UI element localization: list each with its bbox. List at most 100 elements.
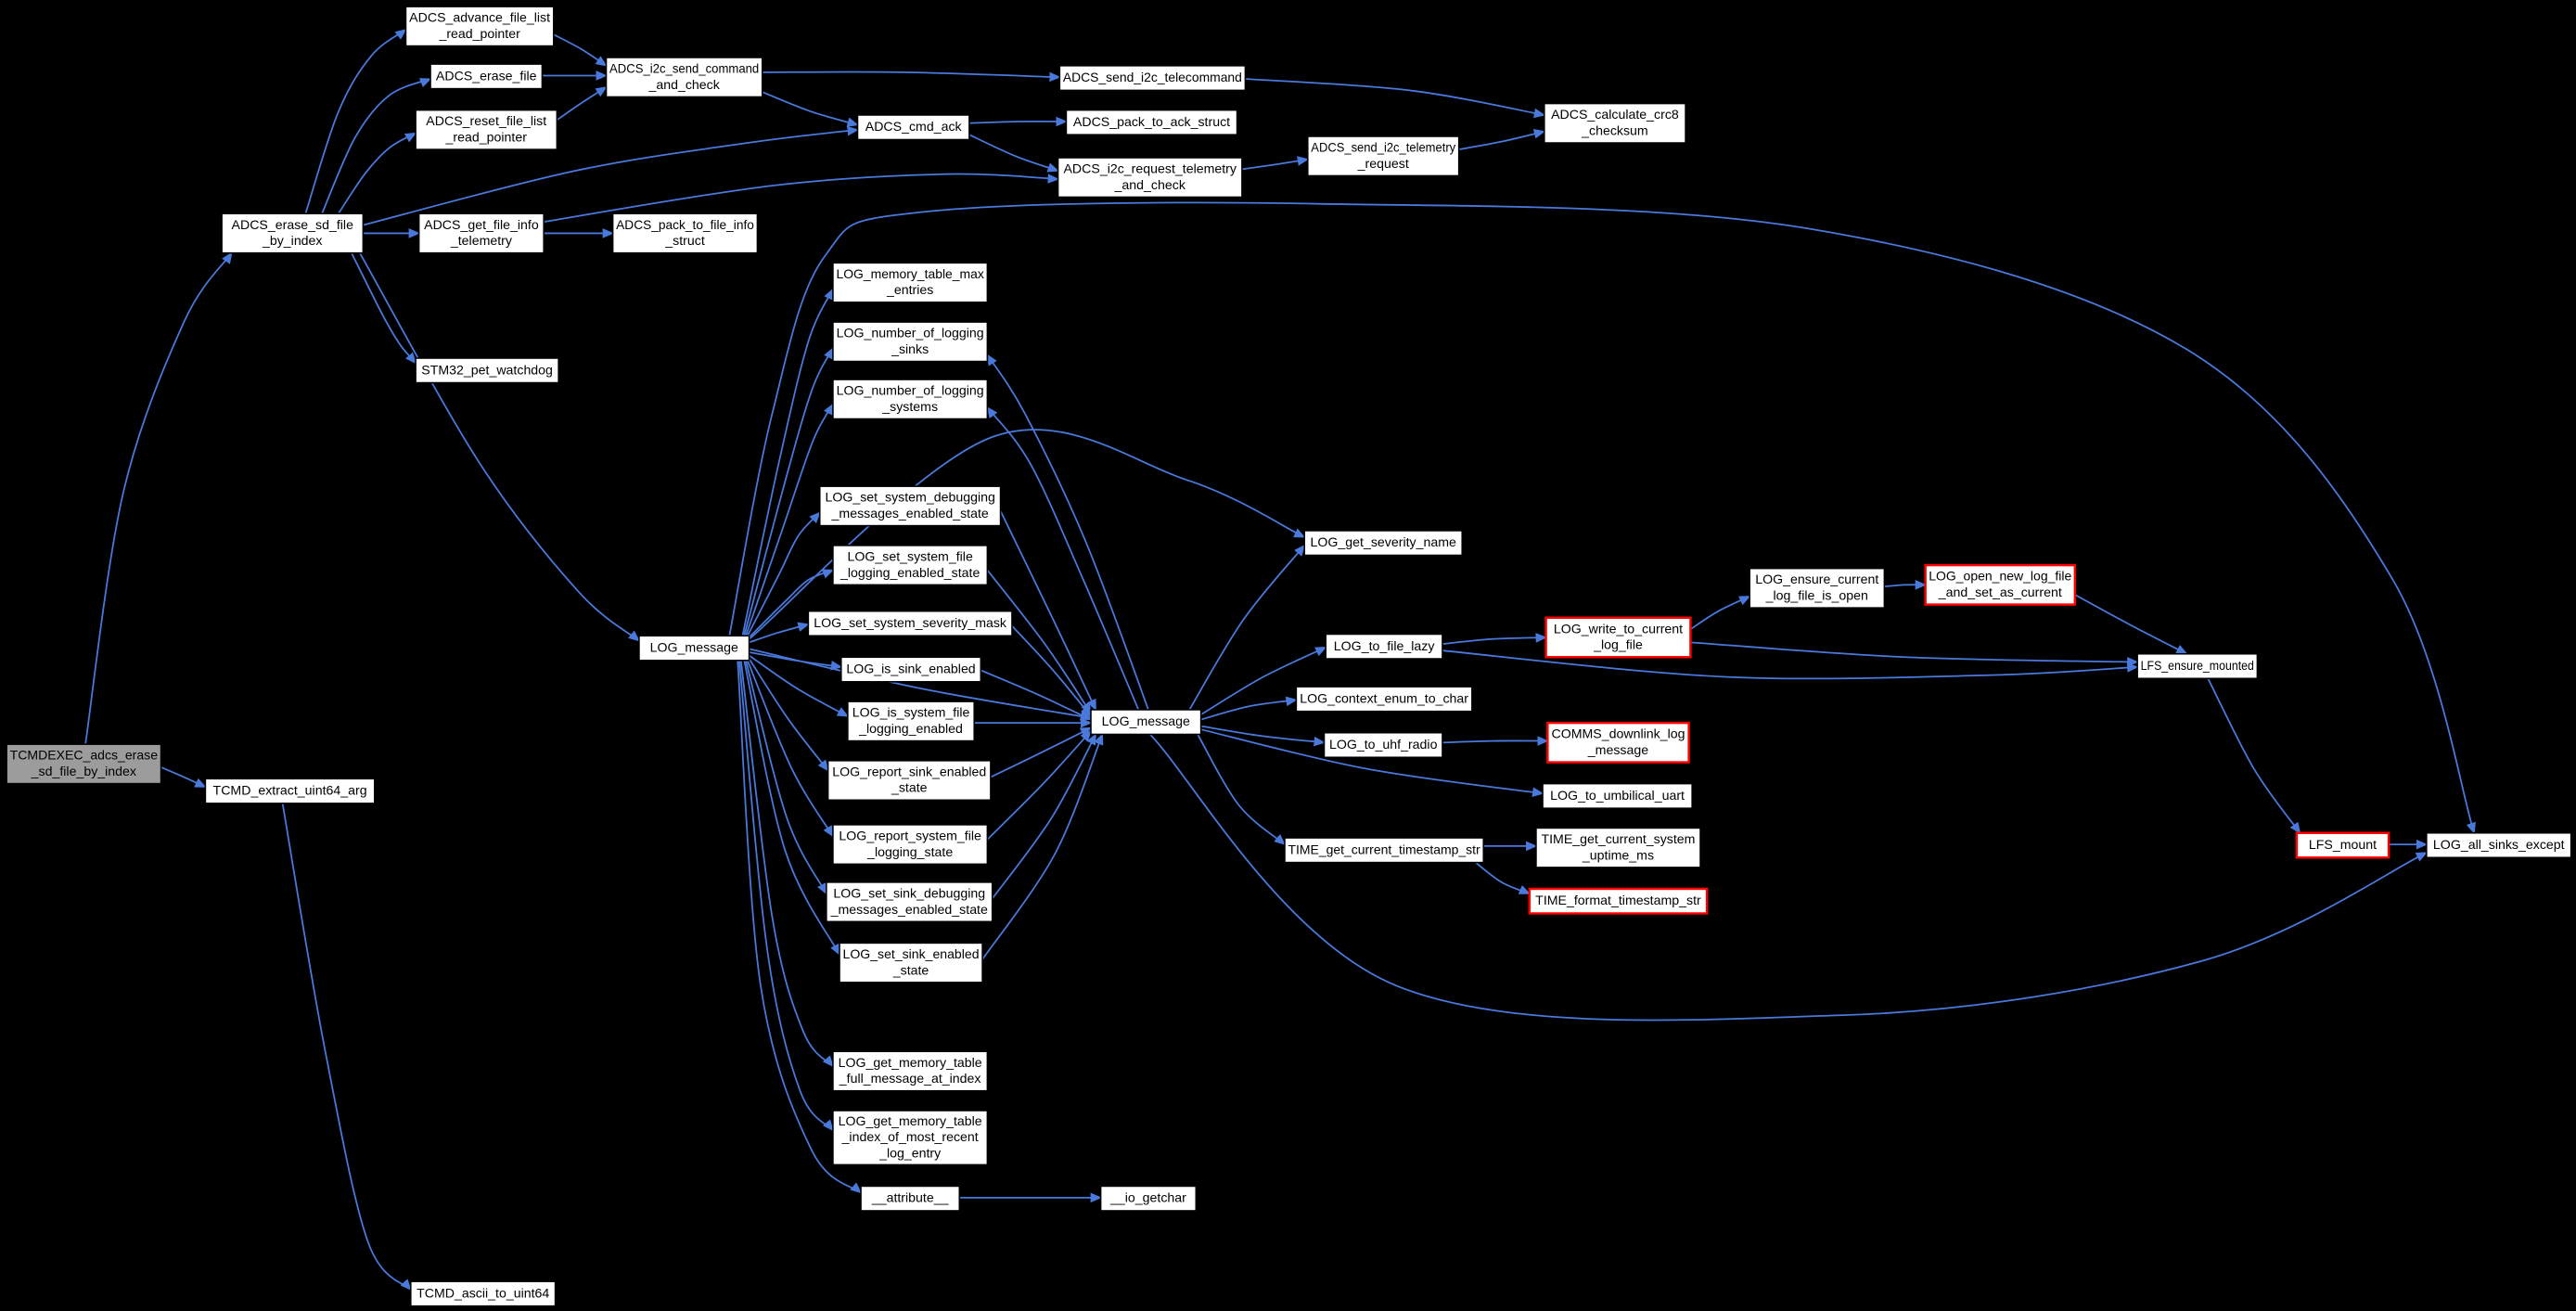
node-log_report_sys[interactable]: LOG_report_system_file_logging_state — [832, 824, 989, 866]
node-box-adcs_get_file_info[interactable] — [417, 212, 545, 254]
node-log_set_sys_sev[interactable]: LOG_set_system_severity_mask — [807, 610, 1013, 637]
node-log_is_sys_filelog[interactable]: LOG_is_system_file_logging_enabled — [847, 700, 976, 742]
node-box-adcs_pack_file_info[interactable] — [611, 212, 759, 254]
node-adcs_cmd_ack[interactable]: ADCS_cmd_ack — [856, 114, 970, 141]
node-box-adcs_reset[interactable] — [415, 109, 558, 150]
node-box-log_set_sys_sev[interactable] — [807, 610, 1013, 637]
node-log_to_uhf[interactable]: LOG_to_uhf_radio — [1323, 731, 1443, 759]
node-log_get_mem_idx[interactable]: LOG_get_memory_table_index_of_most_recen… — [832, 1110, 989, 1166]
node-time_get_ts[interactable]: TIME_get_current_timestamp_str — [1284, 837, 1485, 864]
node-log_to_umb[interactable]: LOG_to_umbilical_uart — [1542, 782, 1693, 809]
node-box-log_ensure_open[interactable] — [1749, 567, 1886, 609]
node-box-log_get_mem_full[interactable] — [832, 1050, 989, 1092]
node-box-log_is_sink[interactable] — [839, 656, 982, 683]
node-box-log_to_umb[interactable] — [1542, 782, 1693, 809]
node-adcs_i2c_req_telem[interactable]: ADCS_i2c_request_telemetry_and_check — [1057, 157, 1243, 199]
node-log_set_sys_debug[interactable]: LOG_set_system_debugging_messages_enable… — [818, 485, 1002, 527]
node-log_get_mem_full[interactable]: LOG_get_memory_table_full_message_at_ind… — [832, 1050, 989, 1092]
node-box-log_write_current[interactable] — [1544, 616, 1692, 659]
node-box-tcmdexec[interactable] — [6, 743, 162, 785]
node-box-log_sev_name[interactable] — [1303, 530, 1464, 557]
node-log_set_sink_en[interactable]: LOG_set_sink_enabled_state — [839, 942, 983, 983]
node-box-log_report_sys[interactable] — [832, 824, 989, 866]
node-log_num_sinks[interactable]: LOG_number_of_logging_sinks — [832, 321, 989, 363]
node-box-lfs_mount[interactable] — [2295, 831, 2390, 859]
node-box-attribute[interactable] — [860, 1185, 961, 1212]
node-box-log_mem_max[interactable] — [832, 262, 989, 303]
node-box-log_num_sinks[interactable] — [832, 321, 989, 363]
node-adcs_erase_file[interactable]: ADCS_erase_file — [429, 63, 544, 90]
node-box-comms_downlink[interactable] — [1546, 721, 1690, 764]
node-box-log_num_systems[interactable] — [832, 379, 989, 420]
node-log_set_sys_filelog[interactable]: LOG_set_system_file_logging_enabled_stat… — [832, 545, 989, 586]
node-box-log_message_l[interactable] — [638, 635, 750, 662]
node-log_write_current[interactable]: LOG_write_to_current_log_file — [1544, 616, 1692, 659]
node-box-adcs_erase_sd[interactable] — [221, 212, 365, 254]
node-box-log_set_sys_debug[interactable] — [818, 485, 1002, 527]
node-box-time_format_ts[interactable] — [1528, 887, 1709, 915]
node-adcs_pack_file_info[interactable]: ADCS_pack_to_file_info_struct — [611, 212, 759, 254]
node-log_is_sink[interactable]: LOG_is_sink_enabled — [839, 656, 982, 683]
node-log_sev_name[interactable]: LOG_get_severity_name — [1303, 530, 1464, 557]
node-box-stm32_pet[interactable] — [415, 357, 559, 384]
node-tcmdexec[interactable]: TCMDEXEC_adcs_erase_sd_file_by_index — [6, 743, 162, 785]
node-box-adcs_erase_file[interactable] — [429, 63, 544, 90]
node-log_mem_max[interactable]: LOG_memory_table_max_entries — [832, 262, 989, 303]
node-box-adcs_crc8[interactable] — [1543, 102, 1686, 144]
node-box-adcs_pack_ack[interactable] — [1065, 109, 1238, 135]
node-time_uptime[interactable]: TIME_get_current_system_uptime_ms — [1535, 827, 1701, 868]
node-box-log_to_file_lazy[interactable] — [1325, 633, 1443, 660]
node-box-adcs_i2c_req_telem[interactable] — [1057, 157, 1243, 199]
node-box-log_is_sys_filelog[interactable] — [847, 700, 976, 742]
node-adcs_crc8[interactable]: ADCS_calculate_crc8_checksum — [1543, 102, 1686, 144]
node-box-log_ctx_enum[interactable] — [1295, 686, 1473, 713]
node-box-log_to_uhf[interactable] — [1323, 731, 1443, 759]
node-lfs_mount[interactable]: LFS_mount — [2295, 831, 2390, 859]
node-log_ensure_open[interactable]: LOG_ensure_current_log_file_is_open — [1749, 567, 1886, 609]
node-adcs_reset[interactable]: ADCS_reset_file_list_read_pointer — [415, 109, 558, 150]
node-time_format_ts[interactable]: TIME_format_timestamp_str — [1528, 887, 1709, 915]
node-stm32_pet[interactable]: STM32_pet_watchdog — [415, 357, 559, 384]
node-box-log_set_sink_en[interactable] — [839, 942, 983, 983]
node-box-tcmd_ascii_to_uint64[interactable] — [409, 1280, 557, 1307]
node-log_report_sink[interactable]: LOG_report_sink_enabled_state — [827, 760, 992, 802]
node-box-adcs_i2c_send[interactable] — [605, 57, 763, 98]
node-box-log_report_sink[interactable] — [827, 760, 992, 802]
node-box-adcs_advance[interactable] — [404, 6, 555, 47]
node-log_set_sink_debug[interactable]: LOG_set_sink_debugging_messages_enabled_… — [826, 881, 993, 923]
node-log_message_c[interactable]: LOG_message — [1090, 709, 1202, 736]
node-log_ctx_enum[interactable]: LOG_context_enum_to_char — [1295, 686, 1473, 713]
node-box-adcs_send_telecmd[interactable] — [1058, 65, 1247, 92]
node-log_all_sinks[interactable]: LOG_all_sinks_except — [2426, 831, 2572, 859]
node-adcs_send_telecmd[interactable]: ADCS_send_i2c_telecommand — [1058, 65, 1247, 92]
node-box-log_message_c[interactable] — [1090, 709, 1202, 736]
node-tcmd_ascii_to_uint64[interactable]: TCMD_ascii_to_uint64 — [409, 1280, 557, 1307]
node-box-adcs_send_telem_req[interactable] — [1306, 135, 1460, 177]
node-tcmd_extract_uint64_arg[interactable]: TCMD_extract_uint64_arg — [204, 778, 376, 804]
node-adcs_i2c_send[interactable]: ADCS_i2c_send_command_and_check — [605, 57, 763, 98]
node-box-lfs_ensure_mounted[interactable] — [2136, 652, 2259, 680]
node-box-log_set_sys_filelog[interactable] — [832, 545, 989, 586]
node-box-log_open_new[interactable] — [1924, 563, 2077, 606]
node-io_getchar[interactable]: __io_getchar — [1099, 1185, 1198, 1212]
node-lfs_ensure_mounted[interactable]: LFS_ensure_mounted — [2136, 652, 2259, 680]
node-adcs_advance[interactable]: ADCS_advance_file_list_read_pointer — [404, 6, 555, 47]
node-log_num_systems[interactable]: LOG_number_of_logging_systems — [832, 379, 989, 420]
node-adcs_pack_ack[interactable]: ADCS_pack_to_ack_struct — [1065, 109, 1238, 135]
node-log_to_file_lazy[interactable]: LOG_to_file_lazy — [1325, 633, 1443, 660]
node-box-time_uptime[interactable] — [1535, 827, 1701, 868]
node-log_message_l[interactable]: LOG_message — [638, 635, 750, 662]
node-box-log_set_sink_debug[interactable] — [826, 881, 993, 923]
node-box-tcmd_extract_uint64_arg[interactable] — [204, 778, 376, 804]
node-adcs_send_telem_req[interactable]: ADCS_send_i2c_telemetry_request — [1306, 135, 1460, 177]
node-box-io_getchar[interactable] — [1099, 1185, 1198, 1212]
node-log_open_new[interactable]: LOG_open_new_log_file_and_set_as_current — [1924, 563, 2077, 606]
node-box-adcs_cmd_ack[interactable] — [856, 114, 970, 141]
node-box-log_get_mem_idx[interactable] — [832, 1110, 989, 1166]
node-adcs_get_file_info[interactable]: ADCS_get_file_info_telemetry — [417, 212, 545, 254]
node-box-log_all_sinks[interactable] — [2426, 831, 2572, 859]
node-comms_downlink[interactable]: COMMS_downlink_log_message — [1546, 721, 1690, 764]
node-adcs_erase_sd[interactable]: ADCS_erase_sd_file_by_index — [221, 212, 365, 254]
node-box-time_get_ts[interactable] — [1284, 837, 1485, 864]
node-attribute[interactable]: __attribute__ — [860, 1185, 961, 1212]
